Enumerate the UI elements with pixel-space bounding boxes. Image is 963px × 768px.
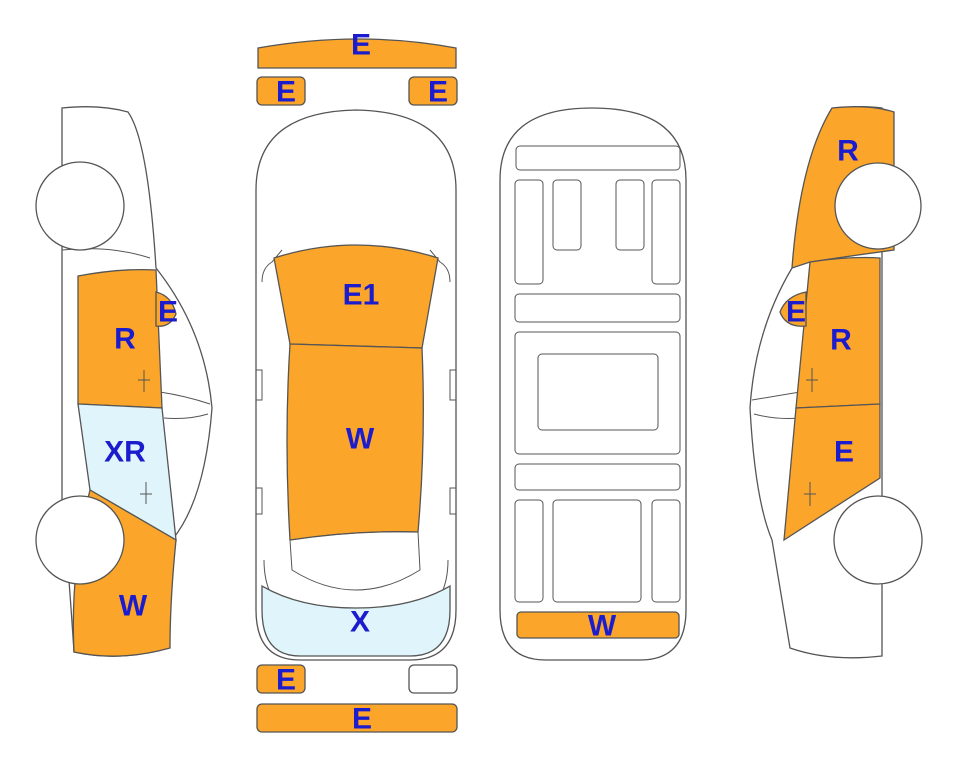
left-quarter-label: W	[119, 590, 148, 623]
rear-corner-left[interactable]	[256, 664, 306, 694]
left-mirror[interactable]	[155, 291, 177, 327]
underside-outline	[499, 107, 687, 661]
roof-label: W	[346, 423, 375, 456]
front-corner-right[interactable]	[408, 76, 458, 106]
front-corner-left[interactable]	[256, 76, 306, 106]
rear-bumper-bar[interactable]	[256, 703, 458, 733]
rear-corner-left-label: E	[276, 664, 296, 697]
top-view: E1 W X	[255, 109, 457, 661]
rear-under-member[interactable]	[516, 611, 680, 639]
rear-bumper-group: E E	[256, 664, 458, 736]
right-rear-door[interactable]	[783, 403, 881, 542]
front-bumper-group: E E E	[256, 29, 458, 109]
rear-window-label: X	[350, 606, 370, 639]
right-mirror-label: E	[786, 296, 806, 329]
left-rear-glass-label: XR	[104, 436, 146, 469]
right-rear-wheel	[833, 495, 923, 585]
left-rear-door-label: R	[114, 323, 136, 356]
underside-view: W	[499, 107, 687, 661]
right-front-door[interactable]	[795, 256, 881, 409]
left-side-view: E R XR W	[35, 106, 213, 657]
left-front-wheel	[35, 161, 125, 251]
rear-under-member-label: W	[588, 610, 617, 643]
left-rear-door[interactable]	[77, 268, 163, 409]
front-bumper-bar-label: E	[351, 29, 371, 62]
rear-bumper-bar-label: E	[352, 703, 372, 736]
right-rear-door-label: E	[834, 436, 854, 469]
right-front-wheel	[834, 162, 922, 250]
right-side-view: R E R E	[749, 106, 923, 659]
rear-corner-right[interactable]	[408, 664, 458, 694]
front-corner-left-label: E	[276, 76, 296, 109]
hood[interactable]	[273, 244, 439, 349]
right-front-door-label: R	[830, 324, 852, 357]
left-mirror-label: E	[158, 296, 178, 329]
right-mirror[interactable]	[779, 291, 807, 327]
hood-label: E1	[343, 279, 380, 312]
right-front-fender-label: R	[837, 135, 859, 168]
left-rear-wheel	[35, 495, 125, 585]
front-corner-right-label: E	[428, 76, 448, 109]
front-bumper-bar[interactable]	[257, 38, 457, 69]
rear-window[interactable]	[261, 584, 451, 657]
